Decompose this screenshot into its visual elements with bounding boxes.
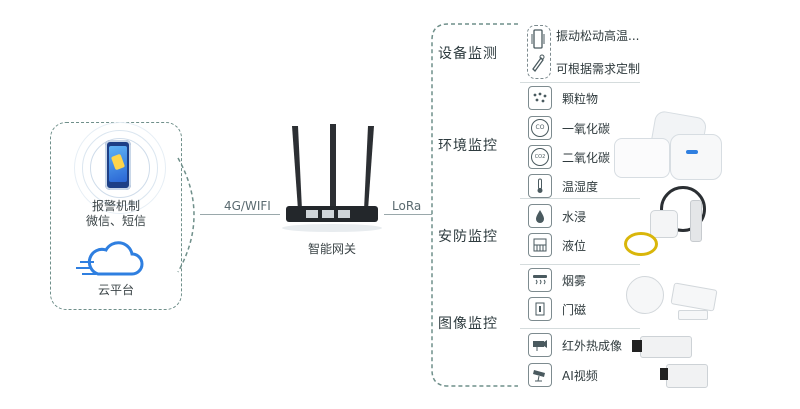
ai-camera-icon [528, 363, 552, 387]
smoke-sensor-product-image [622, 270, 722, 325]
left-link-line [200, 214, 280, 215]
item-label-door-magnet: 门磁 [562, 303, 587, 317]
thermal-camera-icon [528, 333, 552, 357]
item-label-liquid-level: 液位 [562, 239, 587, 253]
liquid-level-icon [528, 233, 552, 257]
divider [520, 82, 640, 83]
item-label-particulate: 颗粒物 [562, 92, 599, 106]
phone-icon [105, 140, 131, 190]
right-link-label: LoRa [392, 199, 422, 213]
divider [520, 198, 640, 199]
item-label-water: 水浸 [562, 210, 587, 224]
alarm-label-line2: 微信、短信 [86, 214, 147, 228]
cloud-icon [76, 241, 144, 276]
router-icon [282, 124, 382, 232]
item-label-co2: 二氧化碳 [562, 151, 611, 165]
smoke-detector-icon [528, 268, 552, 292]
water-drop-icon [528, 204, 552, 228]
custom-tool-icon [532, 54, 545, 72]
vibration-sensor-icon [531, 29, 545, 49]
section-label-environment: 环境监控 [438, 138, 498, 154]
right-link-line [384, 214, 432, 215]
section-label-device: 设备监测 [438, 46, 498, 62]
alarm-label-line1: 报警机制 [92, 199, 141, 213]
section-label-security: 安防监控 [438, 229, 498, 245]
co-badge: CO [531, 119, 549, 137]
gateway-label: 智能网关 [308, 242, 357, 256]
particulate-icon [528, 86, 552, 110]
divider [520, 328, 640, 329]
item-label-temp-humidity: 温湿度 [562, 180, 599, 194]
item-label-ai-video: AI视频 [562, 369, 598, 383]
left-link-label: 4G/WIFI [224, 199, 271, 213]
item-label-co: 一氧化碳 [562, 122, 611, 136]
thermometer-icon [528, 174, 552, 198]
camera-product-image [630, 330, 720, 390]
left-group-connector [177, 157, 195, 273]
co2-sensor-icon: CO2 [528, 145, 552, 169]
item-label-custom: 可根据需求定制 [556, 62, 641, 76]
item-label-smoke: 烟雾 [562, 274, 587, 288]
cloud-label: 云平台 [98, 283, 135, 297]
right-bracket [431, 23, 518, 387]
section-label-image: 图像监控 [438, 316, 498, 332]
divider [520, 264, 640, 265]
co2-badge: CO2 [531, 148, 549, 166]
env-sensor-product-image [610, 109, 722, 180]
water-sensor-product-image [620, 180, 720, 260]
device-sensor-group-box [527, 25, 551, 79]
door-magnet-icon [528, 297, 552, 321]
item-label-vibration: 振动松动高温... [556, 29, 640, 43]
item-label-thermal: 红外热成像 [562, 339, 623, 353]
co-sensor-icon: CO [528, 116, 552, 140]
